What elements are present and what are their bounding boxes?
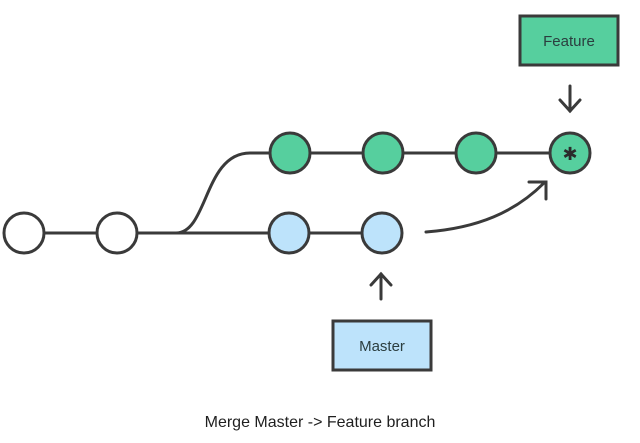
merge-arrow xyxy=(424,181,546,234)
master-arrowhead xyxy=(369,271,393,287)
commit-base-2 xyxy=(95,211,139,255)
master-label: Master xyxy=(359,338,405,355)
diagram-caption: Merge Master -> Feature branch xyxy=(204,414,436,431)
feature-label: Feature xyxy=(543,33,595,50)
commit-feature-1 xyxy=(268,131,312,175)
merge-arrowhead xyxy=(527,180,548,201)
feature-arrowhead xyxy=(558,98,582,114)
feature-label-box: Feature xyxy=(518,14,620,67)
commit-feature-2 xyxy=(361,131,405,175)
commit-master-1 xyxy=(267,211,311,255)
commit-master-2 xyxy=(360,211,404,255)
commit-merge xyxy=(548,131,592,175)
merge-commit-star-icon: ✱ xyxy=(562,144,577,165)
commit-base-1 xyxy=(2,211,46,255)
commit-feature-3 xyxy=(454,131,498,175)
master-label-box: Master xyxy=(331,319,433,372)
feature-branch-curve xyxy=(174,151,271,235)
